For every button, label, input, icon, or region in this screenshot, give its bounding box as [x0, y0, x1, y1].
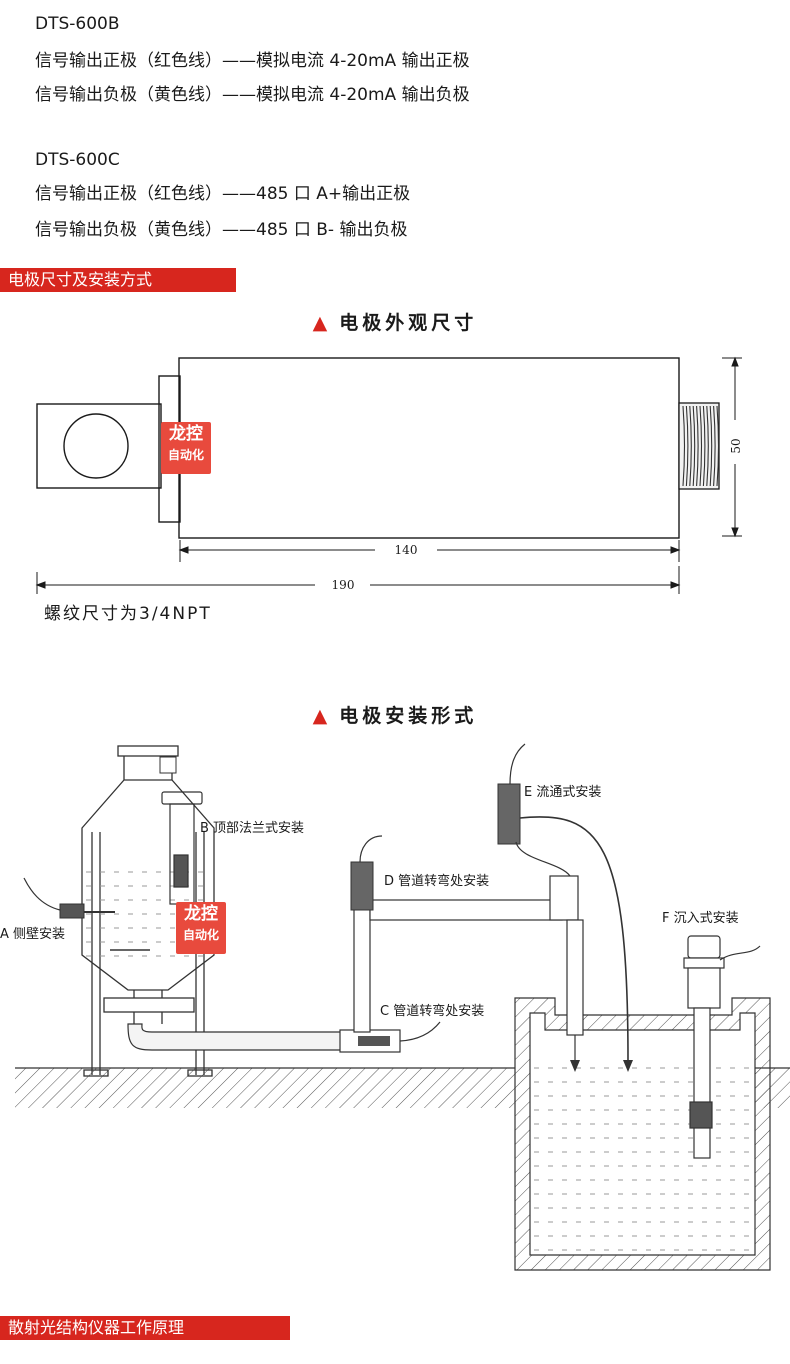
- section-band-principle: 散射光结构仪器工作原理: [0, 1316, 290, 1340]
- dts600b-line1: 信号输出正极（红色线）——模拟电流 4-20mA 输出正极: [35, 51, 470, 71]
- dimensions-heading: ▲电极外观尺寸: [312, 312, 478, 334]
- flow-through-sensor: [497, 783, 521, 845]
- thread-ridge: [713, 405, 716, 487]
- submersion-mount: [683, 935, 725, 1159]
- watermark-logo: 龙控自动化: [161, 422, 211, 474]
- thread-section: [678, 402, 720, 490]
- label-e: E 流通式安装: [524, 785, 601, 800]
- electrode-body: [178, 357, 680, 539]
- label-b: B 顶部法兰式安装: [200, 821, 304, 836]
- electrode-dimension-drawing: 50 140 190: [35, 356, 743, 594]
- pit-water: [530, 1065, 755, 1255]
- dim-total-label: 190: [332, 578, 355, 592]
- dim-body-label: 140: [395, 543, 418, 557]
- thread-ridge: [682, 405, 686, 487]
- thread-ridge: [696, 405, 699, 487]
- label-d: D 管道转弯处安装: [384, 873, 489, 889]
- thread-ridge: [689, 405, 692, 487]
- thread-ridge: [706, 405, 709, 487]
- cable-head: [36, 403, 162, 489]
- model-dts600b: DTS-600B: [35, 14, 120, 34]
- dts600c-line2: 信号输出负极（黄色线）——485 口 B- 输出负极: [35, 220, 408, 240]
- dts600c-line1: 信号输出正极（红色线）——485 口 A+输出正极: [35, 184, 411, 204]
- dim-height-label: 50: [729, 438, 743, 453]
- thread-ridge: [699, 405, 703, 487]
- thread-ridge: [716, 405, 720, 487]
- installation-drawing: B 顶部法兰式安装 A 侧壁安装 D 管道转弯处安装 C 管道转弯处安装 E 流…: [0, 743, 790, 1271]
- label-a: A 侧壁安装: [0, 927, 65, 942]
- pipe-bend-sensor-c: [358, 1036, 390, 1046]
- model-dts600c: DTS-600C: [35, 150, 120, 170]
- ground-left: [15, 1068, 515, 1108]
- thread-ridge: [685, 405, 689, 487]
- label-f: F 沉入式安装: [662, 911, 739, 926]
- flow-cable: [519, 816, 629, 1061]
- label-c: C 管道转弯处安装: [380, 1003, 484, 1019]
- thread-ridge: [702, 405, 706, 487]
- watermark-logo: 龙控自动化: [176, 902, 226, 954]
- side-wall-sensor: [59, 903, 85, 919]
- installation-heading: ▲电极安装形式: [312, 705, 478, 727]
- thread-ridge: [692, 405, 696, 487]
- cable-gland: [63, 413, 129, 479]
- triangle-icon: ▲: [312, 705, 328, 727]
- triangle-icon: ▲: [312, 312, 328, 334]
- section-band-dimensions: 电极尺寸及安装方式: [0, 268, 236, 292]
- thread-note: 螺纹尺寸为3/4NPT: [44, 604, 212, 624]
- pipe-run: [127, 871, 584, 1065]
- pipe-bend-sensor-d: [350, 861, 374, 911]
- thread-ridge: [709, 405, 713, 487]
- dts600b-line2: 信号输出负极（黄色线）——模拟电流 4-20mA 输出负极: [35, 85, 470, 105]
